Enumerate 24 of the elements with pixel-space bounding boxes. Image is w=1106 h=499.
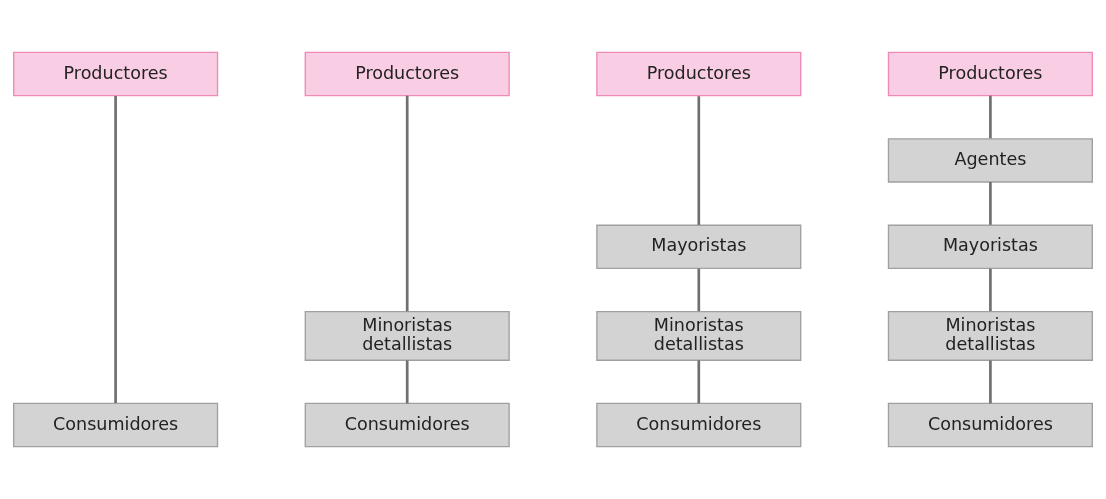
node-box: Consumidores: [887, 402, 1093, 448]
node-box: Productores: [304, 51, 510, 97]
node-box: Minoristas detallistas: [887, 310, 1093, 361]
node-box: Agentes: [887, 138, 1093, 183]
node-box: Mayoristas: [887, 224, 1093, 270]
node-box: Consumidores: [13, 402, 219, 448]
node-box: Consumidores: [304, 402, 510, 448]
connector: [697, 96, 701, 225]
connector: [989, 360, 992, 404]
node-box: Productores: [887, 51, 1093, 97]
node-box: Minoristas detallistas: [304, 310, 510, 361]
node-box: Productores: [596, 51, 802, 97]
connector: [405, 95, 409, 312]
connector: [989, 268, 992, 312]
node-box: Productores: [13, 51, 219, 97]
node-box: Mayoristas: [596, 224, 802, 270]
connector: [989, 95, 992, 139]
connector: [114, 96, 117, 403]
connector: [697, 360, 701, 404]
node-box: Consumidores: [596, 402, 802, 448]
connector: [697, 268, 701, 312]
connector: [989, 182, 992, 225]
connector: [405, 360, 409, 404]
node-box: Minoristas detallistas: [596, 310, 802, 361]
